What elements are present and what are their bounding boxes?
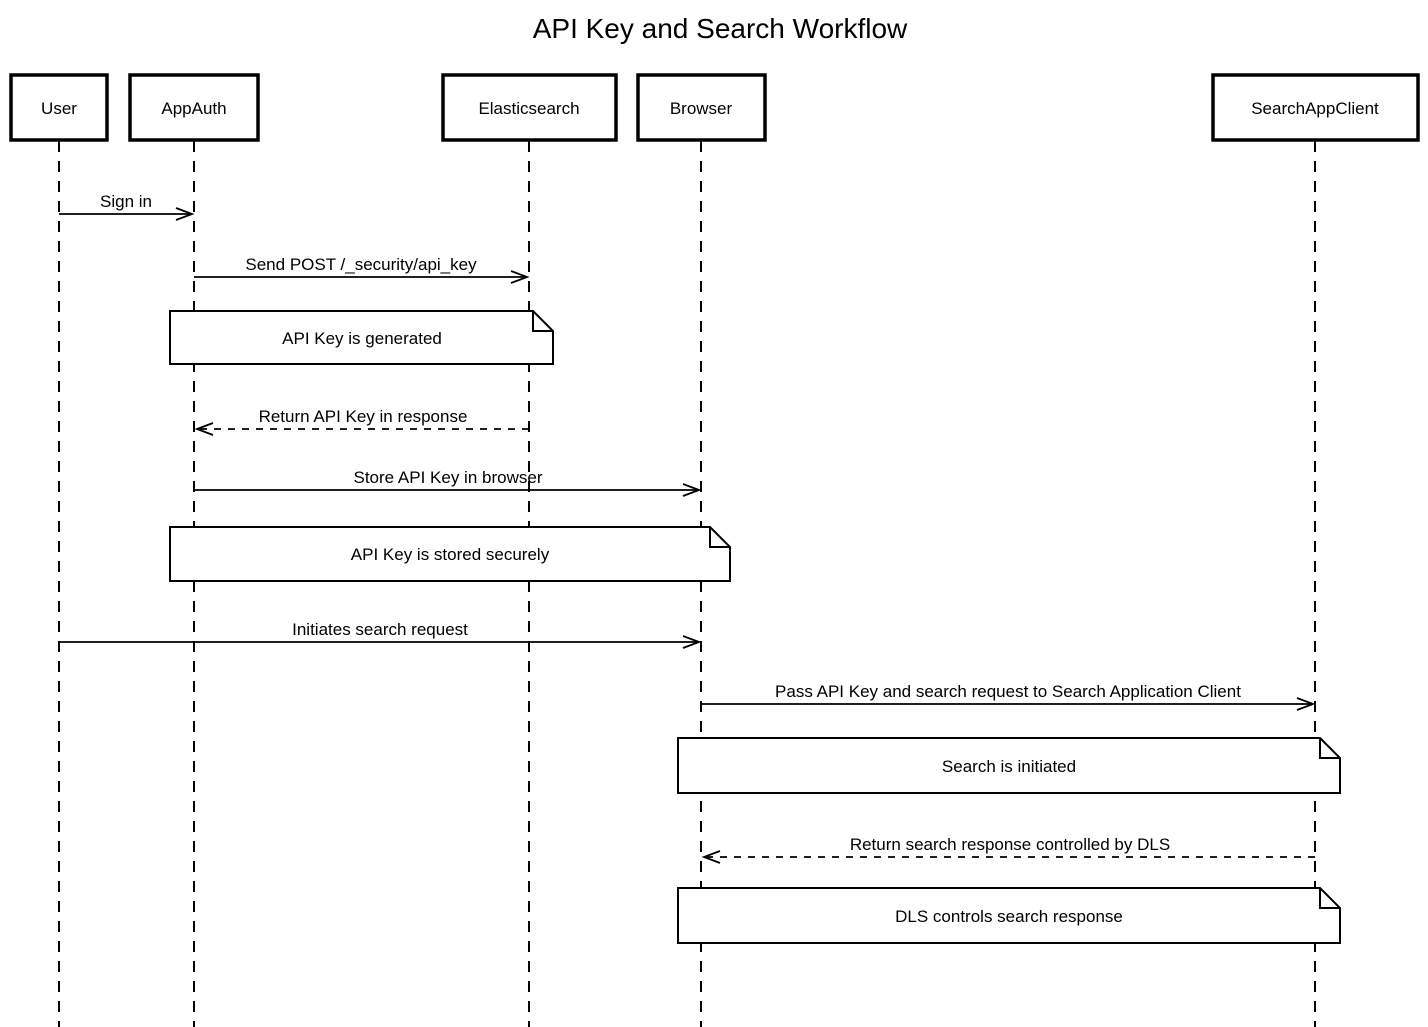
note-fold-icon xyxy=(1319,888,1340,909)
arrowhead-right-icon xyxy=(510,270,530,284)
message-sign-in: Sign in xyxy=(59,192,195,221)
participant-label-appauth: AppAuth xyxy=(161,99,226,118)
participant-user: User xyxy=(9,73,109,142)
note-dls-controls: DLS controls search response xyxy=(677,887,1341,944)
message-label: Sign in xyxy=(100,192,152,211)
participant-elasticsearch: Elasticsearch xyxy=(441,73,618,142)
participant-label-searchappclient: SearchAppClient xyxy=(1251,99,1379,118)
note-body xyxy=(677,887,1341,944)
message-label: Send POST /_security/api_key xyxy=(245,255,477,274)
participant-box-browser xyxy=(636,73,767,142)
participant-label-user: User xyxy=(41,99,77,118)
message-send-post-api-key: Send POST /_security/api_key xyxy=(194,255,530,284)
note-api-key-generated: API Key is generated xyxy=(169,310,554,365)
arrowhead-right-icon xyxy=(682,635,702,649)
arrowhead-left-icon xyxy=(194,422,214,436)
participant-searchappclient: SearchAppClient xyxy=(1211,73,1420,142)
note-body xyxy=(677,737,1341,794)
message-return-api-key: Return API Key in response xyxy=(194,407,529,436)
message-store-api-key: Store API Key in browser xyxy=(194,468,702,497)
note-fold-icon xyxy=(1319,738,1340,759)
participant-box-appauth xyxy=(128,73,260,142)
message-label: Store API Key in browser xyxy=(354,468,543,487)
participant-browser: Browser xyxy=(636,73,767,142)
arrowhead-right-icon xyxy=(175,207,195,221)
note-label: DLS controls search response xyxy=(895,907,1123,926)
participant-label-elasticsearch: Elasticsearch xyxy=(478,99,579,118)
arrowhead-left-icon xyxy=(701,850,721,864)
note-label: API Key is generated xyxy=(282,329,442,348)
participant-label-browser: Browser xyxy=(670,99,733,118)
message-return-search-response: Return search response controlled by DLS xyxy=(701,835,1315,864)
note-fold-icon xyxy=(709,527,730,548)
note-label: Search is initiated xyxy=(942,757,1076,776)
note-fold-icon xyxy=(532,311,553,332)
message-label: Return API Key in response xyxy=(259,407,468,426)
message-initiates-search: Initiates search request xyxy=(59,620,702,649)
participant-box-elasticsearch xyxy=(441,73,618,142)
note-body xyxy=(169,310,554,365)
note-api-key-stored: API Key is stored securely xyxy=(169,526,731,582)
participant-appauth: AppAuth xyxy=(128,73,260,142)
arrowhead-right-icon xyxy=(682,483,702,497)
note-label: API Key is stored securely xyxy=(351,545,550,564)
message-label: Pass API Key and search request to Searc… xyxy=(775,682,1241,701)
message-label: Return search response controlled by DLS xyxy=(850,835,1170,854)
participant-box-searchappclient xyxy=(1211,73,1420,142)
message-pass-api-key: Pass API Key and search request to Searc… xyxy=(701,682,1316,711)
participant-box-user xyxy=(9,73,109,142)
diagram-title: API Key and Search Workflow xyxy=(533,13,908,44)
arrowhead-right-icon xyxy=(1296,697,1316,711)
message-label: Initiates search request xyxy=(292,620,468,639)
note-search-initiated: Search is initiated xyxy=(677,737,1341,794)
note-body xyxy=(169,526,731,582)
